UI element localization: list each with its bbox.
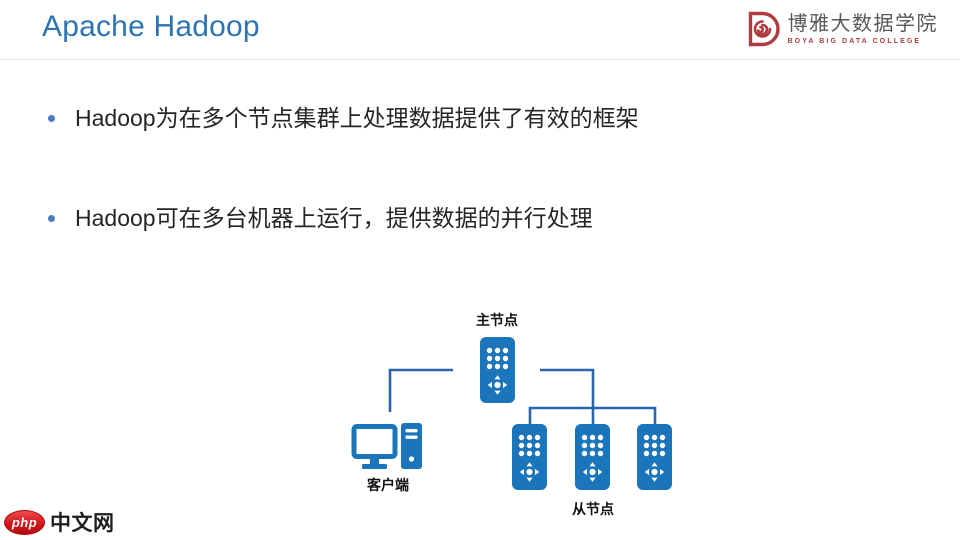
remote-node-icon slave-node-icon xyxy=(637,424,672,490)
bullet-item: Hadoop为在多个节点集群上处理数据提供了有效的框架 xyxy=(42,103,835,133)
college-name: 博雅大数据学院 BOYA BIG DATA COLLEGE xyxy=(788,14,939,45)
remote-node-icon slave-node-icon xyxy=(575,424,610,490)
bullet-dot-icon xyxy=(48,115,55,122)
bullet-dot-icon xyxy=(48,215,55,222)
bullet-text: Hadoop可在多台机器上运行，提供数据的并行处理 xyxy=(75,205,593,231)
bullet-text: Hadoop为在多个节点集群上处理数据提供了有效的框架 xyxy=(75,105,639,131)
header-divider xyxy=(0,59,960,60)
remote-node-icon master-node-icon xyxy=(480,337,515,403)
php-badge-text: php xyxy=(11,514,38,530)
slaves-bus-connector xyxy=(528,406,657,424)
bullet-item: Hadoop可在多台机器上运行，提供数据的并行处理 xyxy=(42,203,835,233)
client-label: 客户端 xyxy=(367,477,409,493)
master-slaves-connector xyxy=(540,368,595,424)
master-node-label: 主节点 xyxy=(476,312,518,328)
college-name-en: BOYA BIG DATA COLLEGE xyxy=(787,37,922,45)
desktop-computer-icon client-icon xyxy=(351,421,423,471)
php-site-watermark: php 中文网 xyxy=(4,507,115,537)
college-logo: 博雅大数据学院 BOYA BIG DATA COLLEGE xyxy=(744,11,939,47)
remote-node-icon slave-node-icon xyxy=(512,424,547,490)
site-name: 中文网 xyxy=(50,512,115,535)
college-name-cn: 博雅大数据学院 xyxy=(787,12,938,35)
slaves-label: 从节点 xyxy=(572,501,614,517)
php-badge-icon: php xyxy=(4,509,45,535)
boya-d-spiral-icon xyxy=(748,11,780,47)
page-title: Apache Hadoop xyxy=(42,10,260,43)
client-master-connector xyxy=(388,368,453,412)
